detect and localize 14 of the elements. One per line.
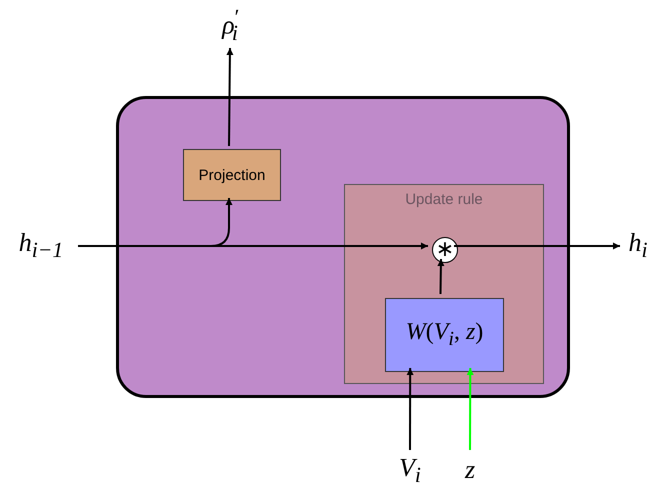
function-box: W(V$_{i}$, z) <box>385 298 504 372</box>
math-label: z <box>455 450 485 490</box>
projection-box: Projection <box>183 149 281 201</box>
arrow <box>406 368 414 450</box>
arrow <box>437 258 444 294</box>
operator-circle: ∗ <box>432 237 458 263</box>
box-heading: Update rule <box>405 191 483 208</box>
math-label: h$_{i}$ <box>620 226 656 266</box>
math-label: V$_{i}$ <box>390 450 430 492</box>
arrow <box>226 48 234 146</box>
module-box <box>116 96 570 398</box>
arrow <box>466 368 474 450</box>
math-label: h$_{i−1}$ <box>4 226 78 266</box>
arrow <box>454 242 620 250</box>
